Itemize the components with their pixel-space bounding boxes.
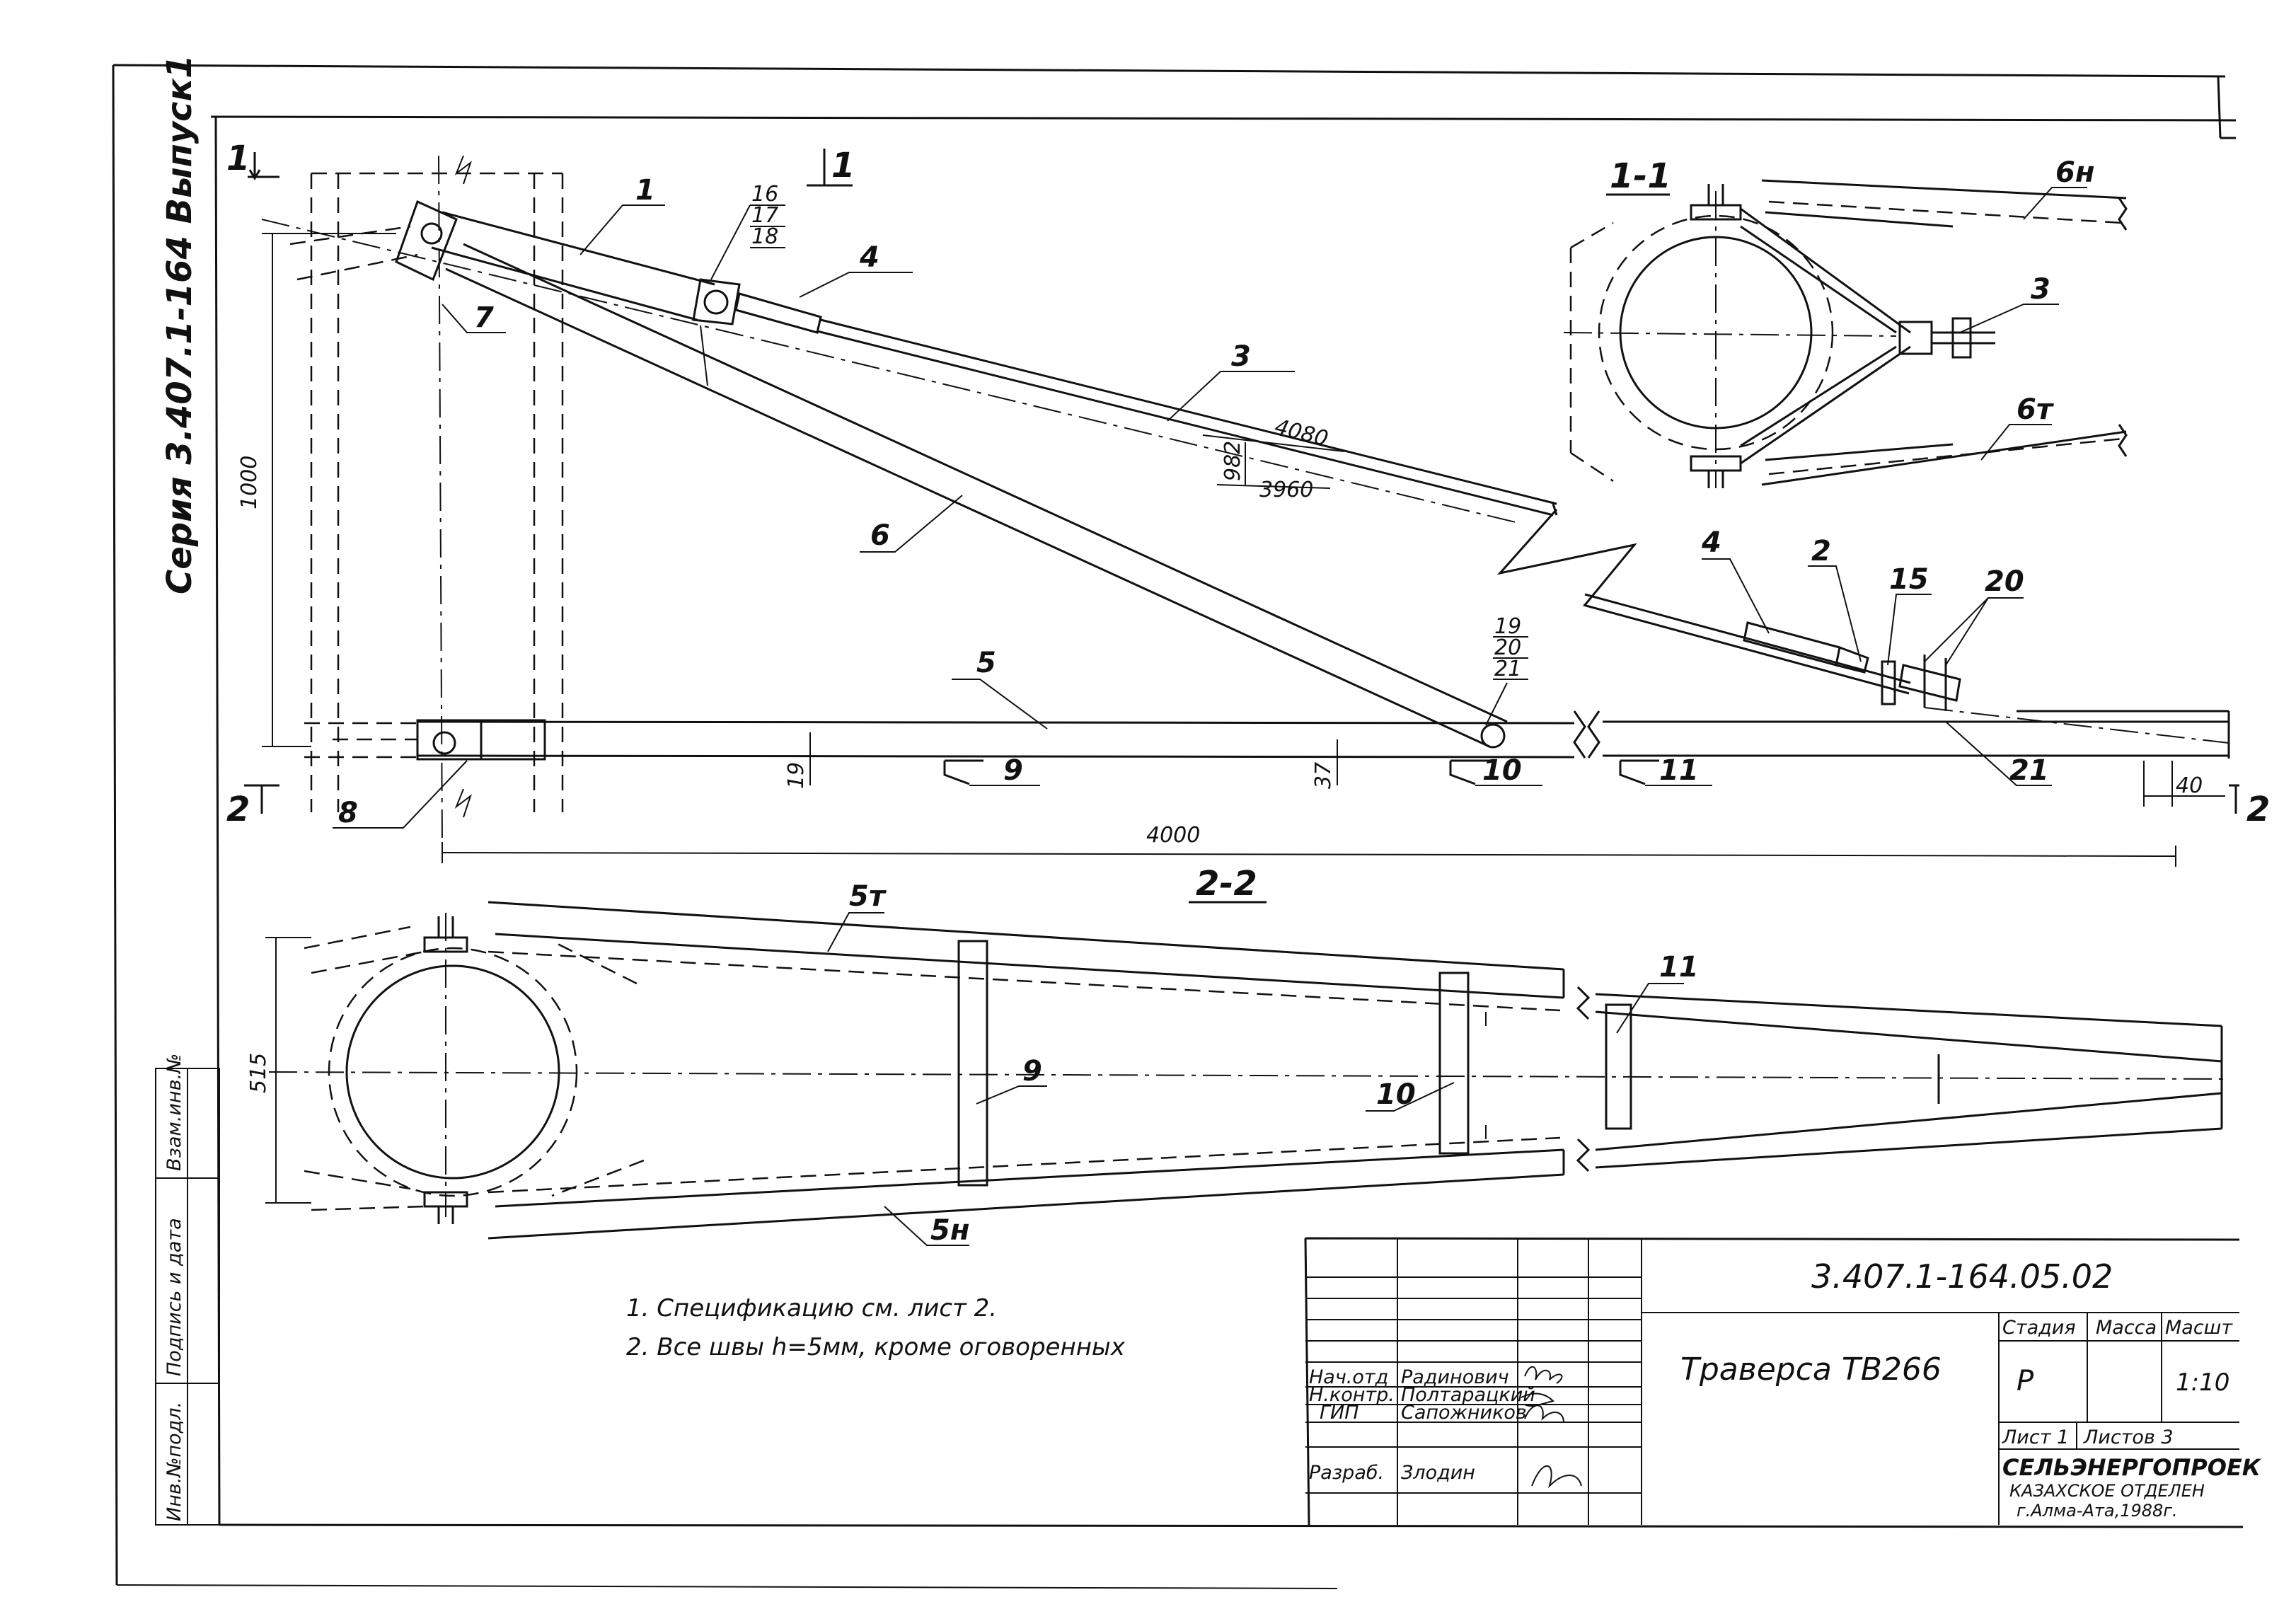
section-2-2-view: 2-2 515 5т 9 10 11 (246, 864, 2229, 1247)
cut1-right-label: 1 (831, 146, 855, 185)
sheet-number: Лист 1 (2002, 1426, 2069, 1448)
role-chief-engineer: ГИП (1320, 1402, 1359, 1424)
part-label-2: 2 (1811, 535, 1831, 567)
org-branch: КАЗАХСКОЕ ОТДЕЛЕН (2009, 1481, 2205, 1501)
part-label-16: 16 (751, 182, 778, 207)
part-label-11-sec: 11 (1659, 951, 1699, 984)
dim-515: 515 (246, 1053, 271, 1093)
part-label-6: 6 (870, 519, 890, 552)
part-label-5: 5 (976, 647, 996, 679)
part-label-19: 19 (1494, 614, 1521, 639)
part-label-11: 11 (1659, 754, 1699, 787)
section-2-2-title: 2-2 (1196, 864, 1257, 904)
role-head-dept: Нач.отд (1309, 1366, 1388, 1388)
part-label-9: 9 (1003, 754, 1023, 787)
part-label-9-sec: 9 (1022, 1055, 1042, 1088)
general-notes: 1. Спецификацию см. лист 2. 2. Все швы h… (626, 1294, 1126, 1361)
scale-value: 1:10 (2176, 1368, 2229, 1397)
section-1-1-view: 1-1 6н 3 6т (1563, 156, 2128, 488)
part-label-5n: 5н (930, 1214, 969, 1247)
dim-1000: 1000 (237, 456, 262, 509)
cut-markers: 1 1 2 2 (226, 139, 2270, 829)
name-chief-engineer: Сапожников (1401, 1402, 1527, 1424)
stage-value: Р (2017, 1365, 2034, 1397)
cut1-left-label: 1 (226, 139, 250, 178)
side-stamp-inv: Инв.№подл. (163, 1402, 185, 1521)
part-label-1: 1 (635, 174, 655, 207)
title-block: 3.407.1-164.05.02 Траверса ТВ266 Стадия … (1304, 1237, 2262, 1526)
dim-3960: 3960 (1259, 478, 1313, 502)
header-scale: Масшт (2165, 1317, 2233, 1339)
part-label-3-sec: 3 (2031, 273, 2050, 306)
doc-code: 3.407.1-164.05.02 (1811, 1257, 2113, 1296)
signature-1 (1524, 1366, 1563, 1384)
name-norm-control: Полтарацкий (1401, 1384, 1535, 1406)
signature-4 (1531, 1465, 1582, 1489)
part-label-6t: 6т (2017, 393, 2055, 426)
role-developer: Разраб. (1309, 1462, 1384, 1484)
dim-40: 40 (2176, 773, 2203, 798)
dim-19: 19 (784, 762, 809, 789)
side-stamp: Инв.№подл. Подпись и дата Взам.инв.№ (155, 1054, 220, 1526)
header-mass: Масса (2096, 1317, 2157, 1339)
note-2: 2. Все швы h=5мм, кроме оговоренных (626, 1333, 1126, 1361)
dim-982: 982 (1221, 441, 1245, 481)
part-label-3: 3 (1231, 340, 1251, 373)
cut2-left-label: 2 (226, 790, 250, 829)
header-stage: Стадия (2002, 1317, 2076, 1339)
sheet-frame (112, 64, 2244, 1589)
name-head-dept: Радинович (1401, 1366, 1509, 1388)
dim-37: 37 (1311, 762, 1336, 789)
cut2-right-label: 2 (2246, 790, 2270, 829)
elevation-view (261, 155, 2230, 850)
sheet-count: Листов 3 (2083, 1426, 2174, 1448)
part-label-18: 18 (751, 224, 778, 249)
part-label-20: 20 (1985, 565, 2024, 598)
part-label-15: 15 (1889, 563, 1929, 596)
part-label-10: 10 (1482, 754, 1522, 787)
part-label-8: 8 (338, 797, 358, 829)
role-norm-control: Н.контр. (1309, 1384, 1395, 1406)
part-label-10-sec: 10 (1376, 1078, 1416, 1111)
elevation-part-labels: 1 7 4 16 17 18 3 6 5 9 10 11 8 19 20 21 … (333, 174, 2052, 829)
note-1: 1. Спецификацию см. лист 2. (626, 1294, 997, 1322)
part-label-20-elev: 20 (1494, 635, 1521, 660)
dim-4000: 4000 (1146, 823, 1200, 848)
signature-3 (1524, 1405, 1564, 1423)
part-label-5t: 5т (849, 880, 887, 913)
series-label: Серия 3.407.1-164 Выпуск1 (160, 55, 200, 594)
org-city: г.Алма-Ата,1988г. (2017, 1501, 2178, 1521)
part-label-17: 17 (751, 203, 778, 228)
side-stamp-sign: Подпись и дата (163, 1218, 185, 1376)
part-label-7: 7 (474, 301, 494, 334)
part-label-6n: 6н (2055, 156, 2094, 189)
elevation-dimensions: 1000 4000 19 37 40 4080 982 3960 (237, 233, 2225, 867)
drawing-title: Траверса ТВ266 (1680, 1351, 1942, 1388)
org-name: СЕЛЬЭНЕРГОПРОЕК (2002, 1454, 2262, 1481)
name-developer: Злодин (1401, 1462, 1475, 1484)
part-label-4: 4 (859, 241, 879, 274)
part-label-21: 21 (2009, 754, 2049, 787)
side-stamp-replace: Взам.инв.№ (163, 1054, 185, 1171)
part-label-21-elev: 21 (1494, 657, 1521, 681)
part-label-4b: 4 (1701, 526, 1721, 559)
signature-2 (1521, 1393, 1554, 1407)
section-1-1-title: 1-1 (1610, 156, 1671, 196)
